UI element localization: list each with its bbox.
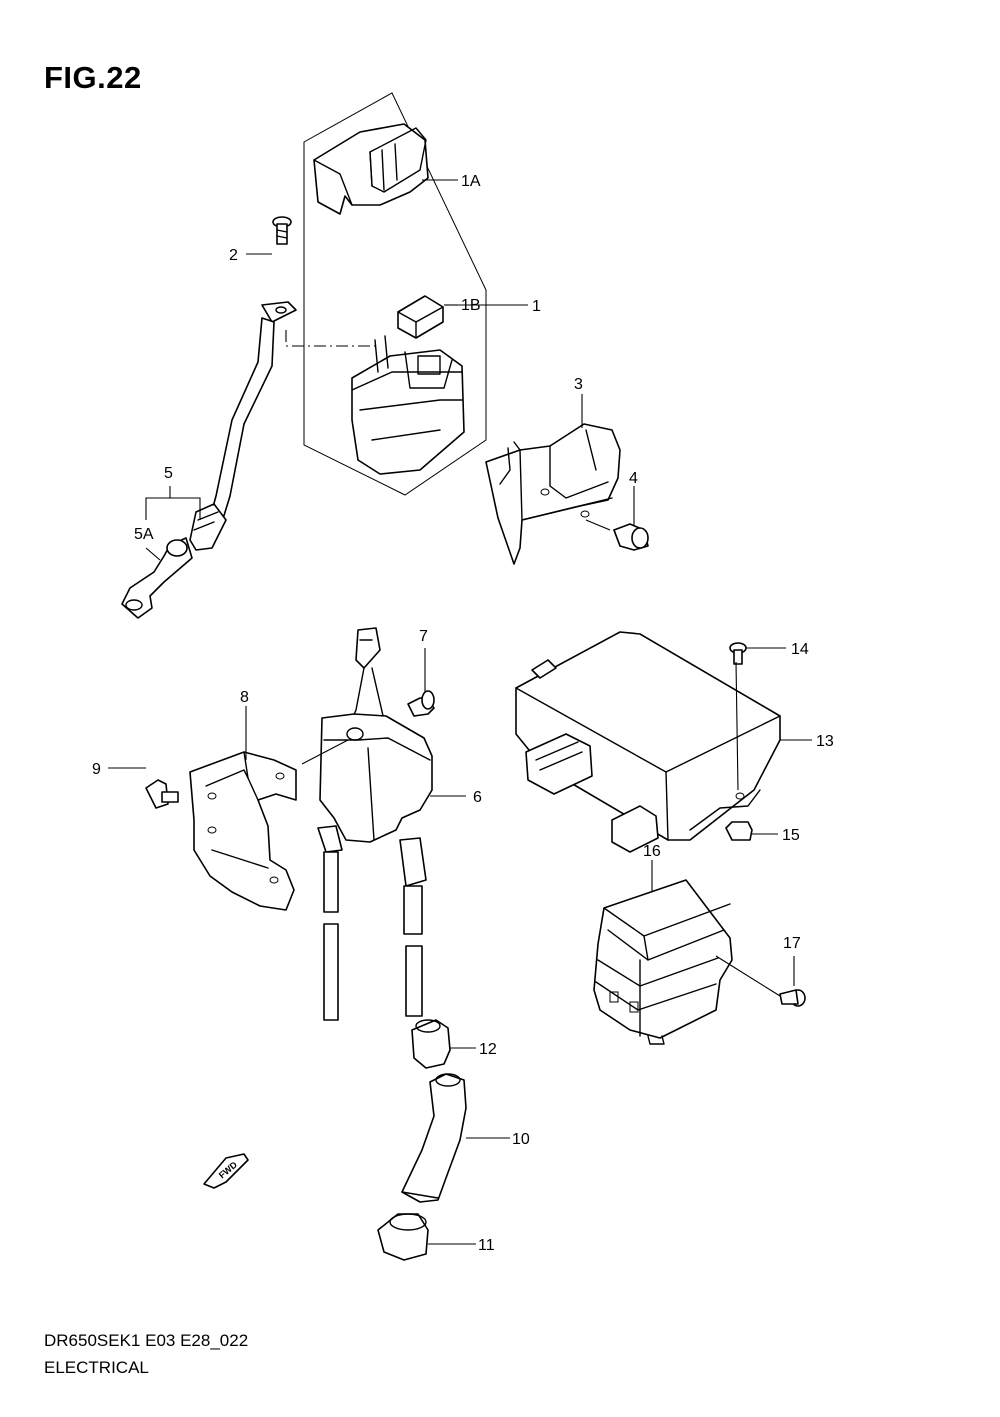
figure-title: FIG.22 xyxy=(44,60,142,95)
plug-boot-part-10 xyxy=(401,1073,467,1203)
relay-bracket-part xyxy=(485,423,621,565)
callout-11: 11 xyxy=(478,1237,495,1254)
callout-13: 13 xyxy=(816,733,834,750)
bolt-part-7 xyxy=(407,690,435,717)
ignition-coil-part xyxy=(317,627,433,1021)
plug-cap-part-12 xyxy=(411,1019,451,1069)
relay-body-part xyxy=(351,335,465,475)
figure-caption: ELECTRICAL xyxy=(44,1358,149,1377)
fwd-arrow-icon: FWD xyxy=(203,1153,249,1189)
callout-14: 14 xyxy=(791,641,809,658)
callout-17: 17 xyxy=(783,935,801,952)
screw-part-2 xyxy=(272,216,292,245)
callout-12: 12 xyxy=(479,1041,497,1058)
callout-1: 1 xyxy=(532,298,541,315)
callout-15: 15 xyxy=(782,827,800,844)
regulator-part xyxy=(593,879,733,1045)
nut-part-15 xyxy=(725,821,753,841)
screw-part-17 xyxy=(779,989,806,1007)
callout-5: 5 xyxy=(164,465,173,482)
relay-cover-part xyxy=(313,123,429,215)
callout-2: 2 xyxy=(229,247,238,264)
coil-bracket-part xyxy=(189,751,297,911)
leader-lines xyxy=(108,179,812,1245)
cdi-unit-part xyxy=(515,631,781,853)
callout-16: 16 xyxy=(643,843,661,860)
plug-cap-part-11 xyxy=(377,1213,429,1261)
relay-assembly-outline xyxy=(303,92,487,496)
relay-ground-dashline xyxy=(285,330,375,347)
callout-labels: 1A 1B 1 2 3 4 5 5A 6 7 8 9 10 11 12 13 1… xyxy=(92,173,834,1254)
bolt-part-9 xyxy=(145,779,179,809)
callout-6: 6 xyxy=(473,789,482,806)
callout-3: 3 xyxy=(574,376,583,393)
callout-1a: 1A xyxy=(461,173,481,190)
figure-code: DR650SEK1 E03 E28_022 xyxy=(44,1331,249,1350)
callout-10: 10 xyxy=(512,1131,530,1148)
bolt-part-4 xyxy=(613,523,649,551)
screw-part-14 xyxy=(729,642,747,665)
callout-8: 8 xyxy=(240,689,249,706)
battery-cable-part xyxy=(121,301,297,619)
callout-4: 4 xyxy=(629,470,638,487)
relay-fuse-part xyxy=(397,295,444,339)
callout-9: 9 xyxy=(92,761,101,778)
callout-1b: 1B xyxy=(461,297,481,314)
callout-5a: 5A xyxy=(134,526,154,543)
callout-7: 7 xyxy=(419,628,428,645)
